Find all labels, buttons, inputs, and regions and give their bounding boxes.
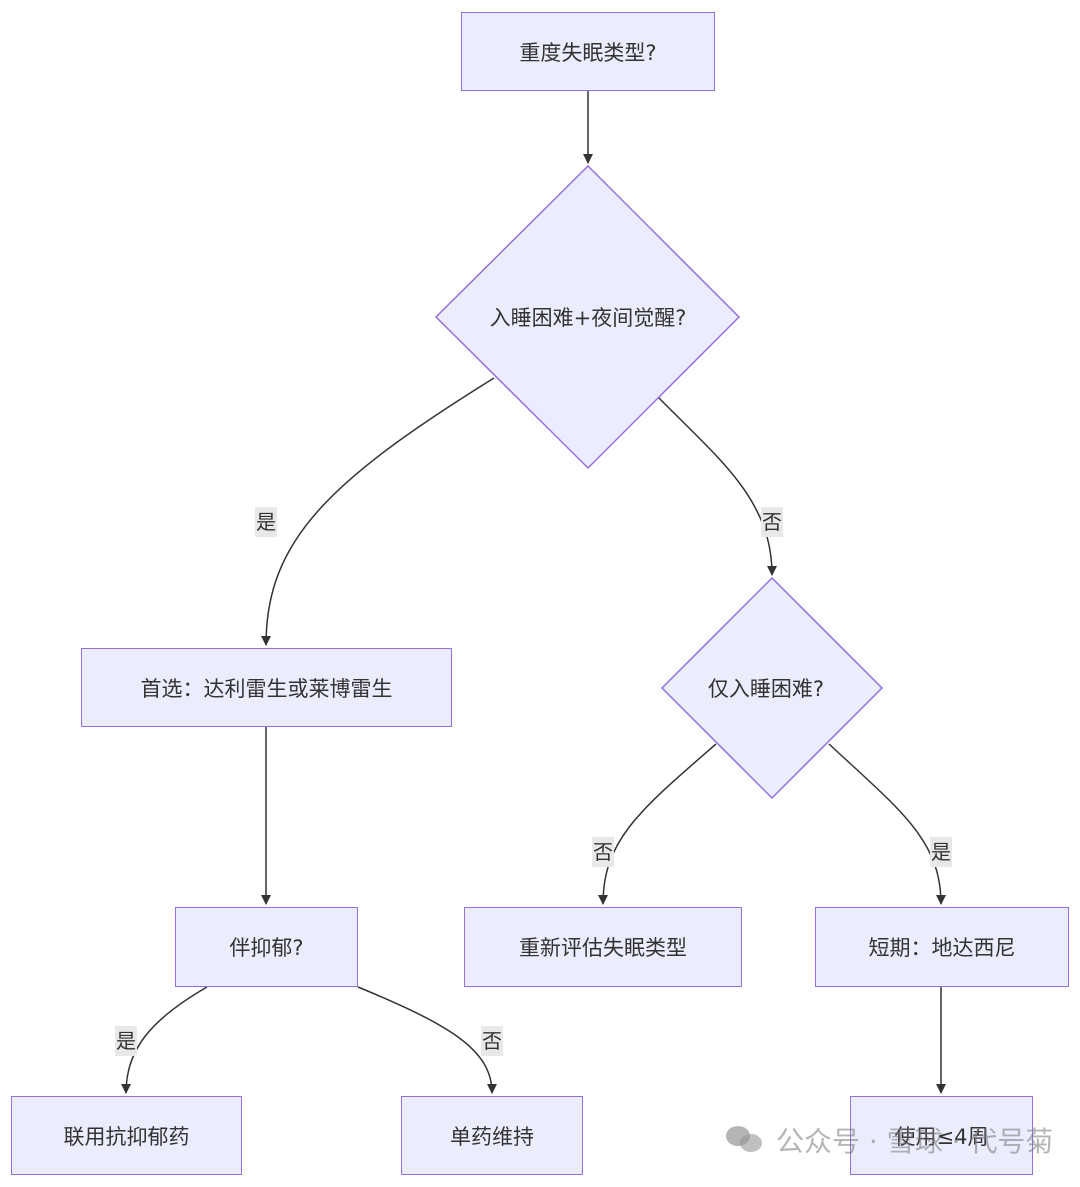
node-q-both-label: 入睡困难+夜间觉醒? (489, 306, 687, 330)
edge-q-onset-only-to-short-term (828, 743, 946, 905)
edge-q-onset-only-to-reassess (598, 743, 717, 905)
watermark: 公众号 · 雪球 · 代号菊 (726, 1120, 1053, 1160)
wechat-icon (726, 1124, 766, 1156)
node-reassess: 重新评估失眠类型 (464, 907, 742, 987)
node-combine-antidepressant: 联用抗抑郁药 (11, 1096, 242, 1175)
decision-diamond-q-onset-only (660, 576, 884, 800)
edge-label-no: 否 (592, 837, 614, 867)
edge-q-depression-to-monotherapy (357, 986, 497, 1094)
edge-label-yes: 是 (930, 837, 952, 867)
node-monotherapy: 单药维持 (401, 1096, 583, 1175)
node-start: 重度失眠类型? (461, 12, 715, 91)
edge-q-both-to-q-onset-only (658, 397, 777, 576)
edge-label-no: 否 (481, 1026, 503, 1056)
edge-label-yes: 是 (255, 507, 277, 537)
node-q-depression: 伴抑郁? (175, 907, 358, 987)
node-limit-use: 使用≤4周 (850, 1096, 1033, 1175)
decision-diamond-q-both (434, 164, 741, 470)
node-first-choice: 首选：达利雷生或莱博雷生 (81, 648, 452, 727)
edge-label-yes: 是 (115, 1026, 137, 1056)
node-q-onset-only-label: 仅入睡困难? (707, 677, 825, 701)
watermark-text: 公众号 · 雪球 · 代号菊 (776, 1125, 1054, 1158)
node-short-term: 短期：地达西尼 (815, 907, 1069, 987)
edge-label-no: 否 (761, 507, 783, 537)
edge-q-depression-to-combine (121, 986, 208, 1094)
edge-q-both-to-first-choice (261, 377, 495, 646)
